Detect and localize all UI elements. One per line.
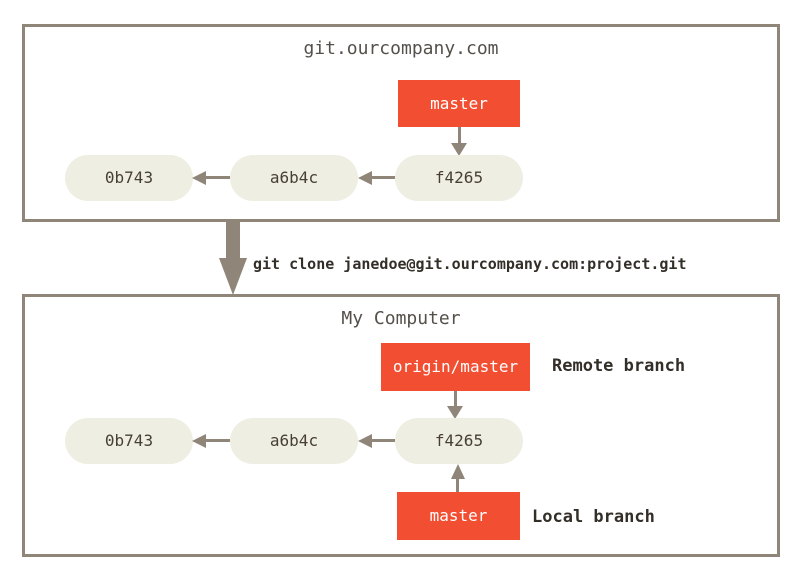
arrow-head: [451, 143, 467, 156]
commit-node: f4265: [395, 155, 523, 201]
remote-branch-box: origin/master: [381, 343, 530, 391]
commit-node: f4265: [395, 418, 523, 464]
server-master-branch-box: master: [398, 80, 520, 127]
arrow-line: [371, 176, 395, 179]
arrow-head: [447, 406, 463, 419]
local-branch-annotation: Local branch: [532, 507, 655, 527]
clone-command-text: git clone janedoe@git.ourcompany.com:pro…: [253, 255, 687, 273]
arrow-line: [454, 391, 457, 408]
commit-node: a6b4c: [230, 418, 358, 464]
commit-node: a6b4c: [230, 155, 358, 201]
local-repo-title: My Computer: [341, 308, 461, 329]
server-repo-title: git.ourcompany.com: [303, 38, 499, 59]
arrow-line: [458, 127, 461, 145]
arrow-head: [358, 434, 372, 448]
remote-branch-annotation: Remote branch: [552, 356, 686, 376]
commit-node: 0b743: [65, 155, 193, 201]
arrow-line: [205, 176, 230, 179]
arrow-head: [358, 171, 372, 185]
server-repo-box: [22, 24, 780, 222]
arrow-line: [456, 477, 459, 492]
arrow-line: [371, 439, 395, 442]
local-repo-box: [22, 294, 780, 557]
arrow-head: [451, 464, 465, 479]
arrow-head: [192, 171, 206, 185]
local-master-branch-box: master: [397, 492, 520, 540]
arrow-head: [219, 258, 247, 295]
commit-node: 0b743: [65, 418, 193, 464]
arrow-line: [226, 222, 240, 259]
arrow-line: [205, 439, 230, 442]
arrow-head: [192, 434, 206, 448]
